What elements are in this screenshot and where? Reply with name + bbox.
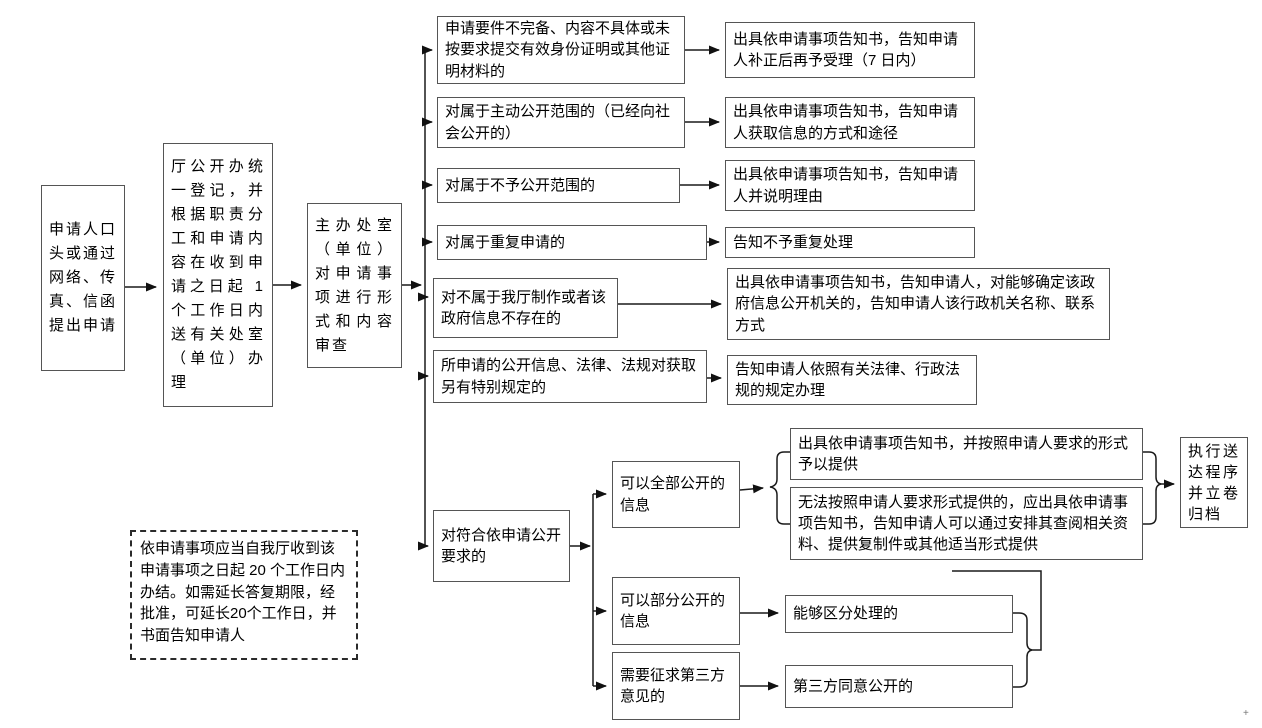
node-prov-alternative: 无法按照申请人要求形式提供的，应出具依申请事项告知书，告知申请人可以通过安排其查… — [790, 487, 1143, 560]
node-cond-proactive-label: 对属于主动公开范围的（已经向社会公开的） — [445, 103, 671, 142]
node-archive-label: 执行送达程序并立卷归档 — [1188, 442, 1240, 523]
node-res-no-repeat-label: 告知不予重复处理 — [733, 233, 854, 251]
node-cond-nondisclosure: 对属于不予公开范围的 — [437, 168, 680, 203]
node-cond-not-ours: 对不属于我厅制作或者该政府信息不存在的 — [433, 278, 618, 338]
node-prov-requested: 出具依申请事项告知书，并按照申请人要求的形式予以提供 — [790, 428, 1143, 480]
node-opt-partial-label: 可以部分公开的信息 — [620, 591, 726, 630]
node-cond-incomplete-label: 申请要件不完备、内容不具体或未按要求提交有效身份证明或其他证明材料的 — [445, 20, 671, 80]
node-registration-label: 厅公开办统一登记，并根据职责分工和申请内容在收到申请之日起 1 个工作日内送有关… — [171, 158, 265, 391]
node-out-separable: 能够区分处理的 — [785, 595, 1013, 633]
node-cond-nondisclosure-label: 对属于不予公开范围的 — [445, 176, 596, 194]
node-res-channels-label: 出具依申请事项告知书，告知申请人获取信息的方式和途径 — [733, 103, 959, 142]
node-res-other-agency: 出具依申请事项告知书，告知申请人，对能够确定该政府信息公开机关的，告知申请人该行… — [727, 268, 1110, 340]
node-opt-partial: 可以部分公开的信息 — [612, 577, 740, 645]
node-prov-requested-label: 出具依申请事项告知书，并按照申请人要求的形式予以提供 — [798, 434, 1129, 473]
node-cond-qualified: 对符合依申请公开要求的 — [433, 510, 570, 582]
node-applicant: 申请人口头或通过网络、传真、信函提出申请 — [41, 185, 125, 371]
node-review-label: 主办处室（单位）对申请事项进行形式和内容审查 — [315, 216, 394, 354]
node-res-supplement: 出具依申请事项告知书，告知申请人补正后再予受理（7 日内） — [725, 22, 975, 78]
node-opt-third-party: 需要征求第三方意见的 — [612, 652, 740, 720]
node-res-other-agency-label: 出具依申请事项告知书，告知申请人，对能够确定该政府信息公开机关的，告知申请人该行… — [735, 274, 1096, 334]
deadline-note-label: 依申请事项应当自我厅收到该申请事项之日起 20 个工作日内办结。如需延长答复期限… — [140, 540, 346, 644]
deadline-note: 依申请事项应当自我厅收到该申请事项之日起 20 个工作日内办结。如需延长答复期限… — [130, 530, 358, 660]
node-archive: 执行送达程序并立卷归档 — [1180, 437, 1248, 528]
node-res-by-law-label: 告知申请人依照有关法律、行政法规的规定办理 — [735, 360, 961, 399]
node-registration: 厅公开办统一登记，并根据职责分工和申请内容在收到申请之日起 1 个工作日内送有关… — [163, 143, 273, 407]
node-opt-full-label: 可以全部公开的信息 — [620, 475, 726, 514]
node-out-consent: 第三方同意公开的 — [785, 665, 1013, 708]
node-out-separable-label: 能够区分处理的 — [793, 605, 899, 623]
node-res-reasons-label: 出具依申请事项告知书，告知申请人并说明理由 — [733, 166, 959, 205]
node-cond-repeat: 对属于重复申请的 — [437, 225, 707, 260]
node-cond-repeat-label: 对属于重复申请的 — [445, 233, 566, 251]
node-res-reasons: 出具依申请事项告知书，告知申请人并说明理由 — [725, 160, 975, 211]
node-cond-proactive: 对属于主动公开范围的（已经向社会公开的） — [437, 97, 685, 148]
node-cond-special-law-label: 所申请的公开信息、法律、法规对获取另有特别规定的 — [441, 357, 697, 396]
node-res-by-law: 告知申请人依照有关法律、行政法规的规定办理 — [727, 355, 977, 405]
node-out-consent-label: 第三方同意公开的 — [793, 677, 914, 695]
node-cond-qualified-label: 对符合依申请公开要求的 — [441, 526, 562, 565]
node-cond-not-ours-label: 对不属于我厅制作或者该政府信息不存在的 — [441, 288, 607, 327]
node-opt-third-party-label: 需要征求第三方意见的 — [620, 666, 726, 705]
node-cond-special-law: 所申请的公开信息、法律、法规对获取另有特别规定的 — [433, 350, 707, 403]
node-prov-alternative-label: 无法按照申请人要求形式提供的，应出具依申请事项告知书，告知申请人可以通过安排其查… — [798, 493, 1129, 554]
corner-mark: + — [1243, 708, 1249, 719]
node-applicant-label: 申请人口头或通过网络、传真、信函提出申请 — [49, 221, 118, 334]
node-res-supplement-label: 出具依申请事项告知书，告知申请人补正后再予受理（7 日内） — [733, 30, 959, 69]
node-cond-incomplete: 申请要件不完备、内容不具体或未按要求提交有效身份证明或其他证明材料的 — [437, 16, 685, 84]
node-opt-full: 可以全部公开的信息 — [612, 461, 740, 528]
node-res-channels: 出具依申请事项告知书，告知申请人获取信息的方式和途径 — [725, 97, 975, 148]
node-review: 主办处室（单位）对申请事项进行形式和内容审查 — [307, 203, 402, 368]
node-res-no-repeat: 告知不予重复处理 — [725, 227, 975, 258]
